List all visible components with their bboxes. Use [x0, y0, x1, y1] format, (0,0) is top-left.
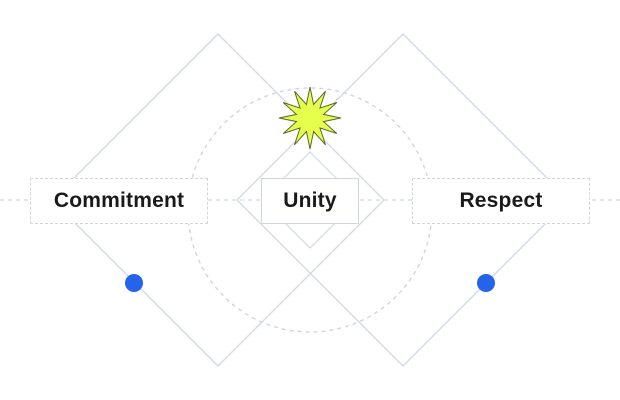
unity-label-box: Unity — [261, 178, 359, 224]
left-dot-icon — [125, 274, 143, 292]
unity-label: Unity — [283, 189, 337, 212]
commitment-label-box: Commitment — [30, 178, 208, 224]
respect-label: Respect — [459, 189, 543, 212]
right-diamond — [236, 33, 570, 367]
starburst-icon — [278, 86, 342, 150]
left-diamond — [51, 33, 385, 367]
commitment-label: Commitment — [53, 189, 185, 212]
right-dot-icon — [477, 274, 495, 292]
respect-label-box: Respect — [412, 178, 590, 224]
